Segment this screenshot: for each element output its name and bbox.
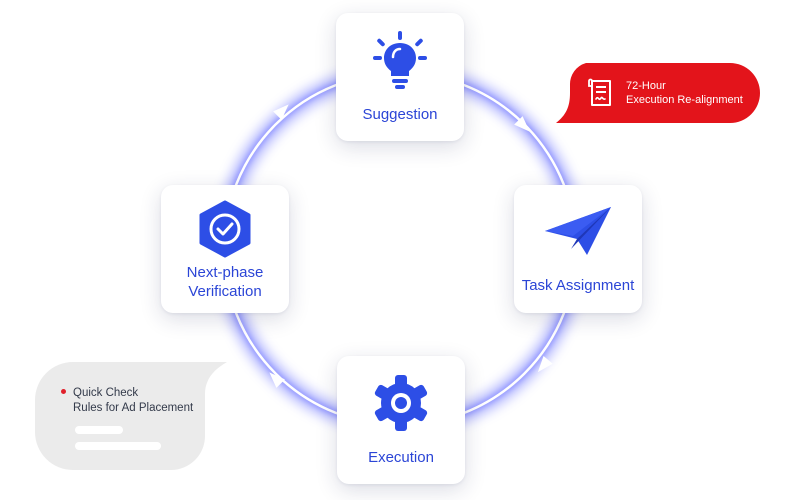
arrow-top-right [514, 116, 530, 132]
step-card-execution[interactable]: Execution [337, 356, 465, 484]
callout-red-line1: 72-Hour [626, 80, 666, 92]
placeholder-bar-short [75, 426, 123, 434]
callout-gray-text: Quick Check Rules for Ad Placement [73, 386, 193, 416]
callout-gray-line1: Quick Check [73, 387, 139, 399]
callout-gray-shape [35, 362, 227, 470]
verify-label-line1: Next-phase [186, 264, 264, 281]
bullet-dot [61, 389, 66, 394]
verify-label-line2: Verification [188, 283, 262, 300]
document-icon [588, 78, 611, 106]
arrow-top-left [273, 104, 289, 120]
lightbulb-icon [373, 31, 427, 89]
step-label-suggestion: Suggestion [362, 106, 438, 123]
callout-red-line2: Execution Re-alignment [626, 94, 743, 106]
callout-quick-check: Quick Check Rules for Ad Placement [33, 360, 227, 472]
arrow-bottom-left [269, 372, 285, 388]
callout-red-text: 72-Hour Execution Re-alignment [626, 79, 743, 107]
callout-red-shape [556, 63, 760, 123]
gear-icon [374, 375, 428, 431]
step-card-task-assignment[interactable]: Task Assignment [514, 185, 642, 313]
step-label-task-assignment: Task Assignment [521, 277, 635, 294]
placeholder-bar-long [75, 442, 161, 450]
step-card-suggestion[interactable]: Suggestion [336, 13, 464, 141]
callout-execution-realignment: 72-Hour Execution Re-alignment [556, 63, 760, 123]
paper-plane-icon [545, 207, 611, 255]
shield-check-icon [199, 200, 251, 258]
callout-gray-line2: Rules for Ad Placement [73, 402, 194, 414]
arrow-bottom-right [537, 356, 553, 373]
step-card-next-phase-verification[interactable]: Next-phase Verification [161, 185, 289, 313]
step-label-next-phase-verification: Next-phase Verification [161, 263, 289, 301]
step-label-execution: Execution [368, 449, 434, 466]
